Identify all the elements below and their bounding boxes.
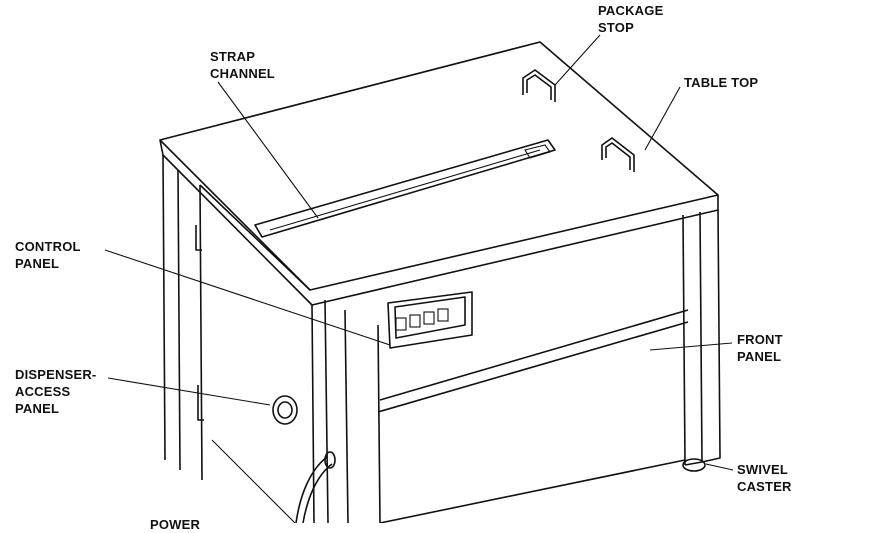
leader-lines: [104, 34, 734, 523]
label-dispenser-access-panel: DISPENSER- ACCESS PANEL: [15, 367, 97, 416]
label-power: POWER: [150, 517, 201, 532]
strap-channel: [254, 139, 556, 238]
side-panel: [162, 154, 349, 523]
package-stop: [522, 69, 635, 172]
label-table-top: TABLE TOP: [684, 75, 759, 90]
label-swivel-caster: SWIVEL CASTER: [737, 462, 792, 494]
label-package-stop: PACKAGE STOP: [598, 3, 664, 35]
front-panel: [377, 209, 721, 523]
swivel-caster: [682, 458, 706, 472]
label-strap-channel: STRAP CHANNEL: [210, 49, 275, 81]
control-panel: [387, 291, 473, 349]
label-front-panel: FRONT PANEL: [737, 332, 783, 364]
dispenser-access-knob: [272, 395, 298, 425]
power-cord: [295, 451, 336, 523]
label-control-panel: CONTROL PANEL: [15, 239, 81, 271]
